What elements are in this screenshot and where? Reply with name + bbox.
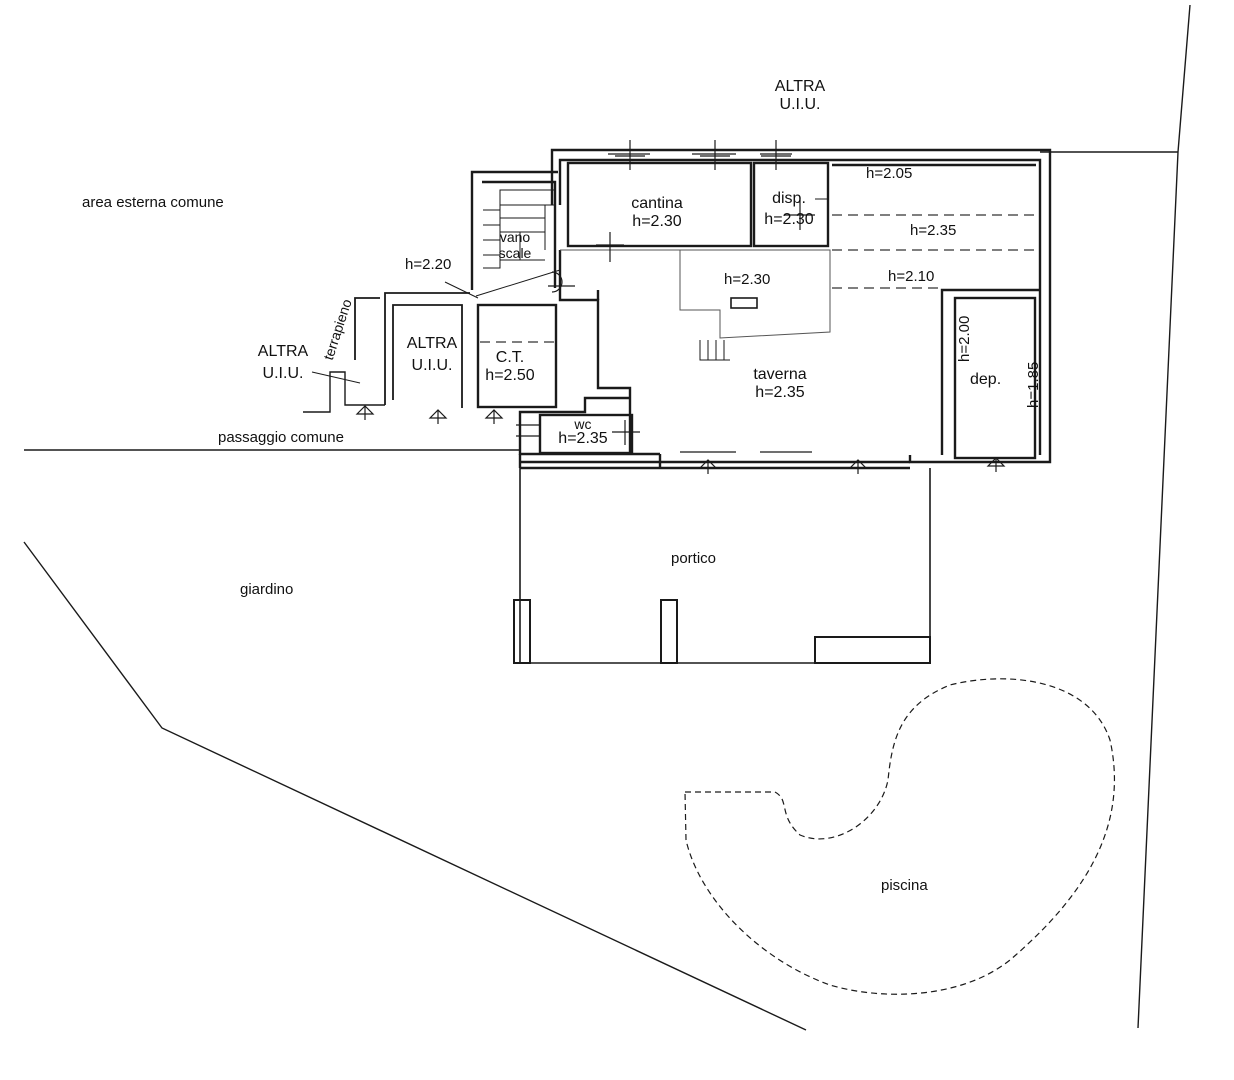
site-boundary-lines	[23, 4, 1191, 1031]
door-symbols	[355, 271, 1006, 474]
label-disp: disp. h=2.30	[764, 190, 813, 230]
other-unit-top-line2: U.I.U.	[779, 96, 821, 114]
other-unit-left-line1: ALTRA	[257, 343, 309, 360]
room-disp	[752, 161, 830, 248]
portico-column-1	[513, 599, 531, 664]
label-cantina: cantina h=2.30	[631, 195, 683, 232]
garden-boundary-left	[23, 541, 807, 1031]
label-other-unit-top: ALTRA U.I.U.	[775, 78, 825, 115]
label-depot-height-left: h=2.00	[956, 315, 973, 362]
room-cantina	[566, 161, 753, 248]
portico-outline	[519, 468, 931, 664]
label-pool: piscina	[881, 877, 928, 894]
label-taverna: taverna h=2.35	[753, 366, 806, 403]
adjacent-units	[354, 292, 470, 408]
label-depot-height-right: h=1.85	[1025, 361, 1042, 408]
stairwell-line2: scale	[498, 245, 532, 262]
label-wc: wc h=2.35	[558, 417, 607, 447]
label-height-top-right: h=2.05	[866, 165, 913, 182]
wc-name: wc	[574, 416, 592, 432]
taverna-name: taverna	[753, 366, 807, 383]
inner-wall-north	[558, 158, 1042, 455]
disp-name: disp.	[772, 190, 806, 207]
label-height-tavern-upper: h=2.30	[724, 271, 771, 288]
cantina-height: h=2.30	[632, 213, 682, 231]
portico-structure	[513, 468, 931, 664]
room-ct	[476, 303, 558, 409]
portico-column-2	[660, 599, 678, 664]
other-unit-mid-line1: ALTRA	[406, 335, 458, 352]
label-other-unit-left: ALTRA U.I.U.	[258, 343, 308, 384]
stairwell-walls	[470, 170, 558, 290]
disp-height: h=2.30	[764, 211, 814, 229]
label-garden: giardino	[240, 581, 294, 598]
label-height-right-beam: h=2.10	[888, 268, 935, 285]
stair-treads	[475, 189, 730, 361]
label-height-mid-right: h=2.35	[910, 222, 957, 239]
cantina-name: cantina	[631, 195, 683, 212]
boiler-room-name: C.T.	[495, 349, 525, 366]
wc-height: h=2.35	[558, 430, 608, 447]
stairwell-line1: vano	[499, 229, 531, 245]
room-dep	[940, 288, 1040, 455]
label-boiler-room: C.T. h=2.50	[485, 349, 534, 386]
portico-wall-end	[814, 636, 931, 664]
pool-outline	[684, 678, 1115, 995]
height-boundary-dashes	[480, 214, 1036, 343]
other-unit-left-line2: U.I.U.	[262, 365, 304, 383]
label-common-outdoor-area: area esterna comune	[82, 194, 224, 211]
label-other-unit-mid: ALTRA U.I.U.	[407, 335, 457, 376]
label-stair-height: h=2.20	[405, 256, 452, 273]
taverna-raised-section	[560, 249, 831, 339]
label-depot: dep.	[970, 371, 1002, 388]
building-walls	[470, 148, 1052, 470]
other-unit-mid-line2: U.I.U.	[411, 357, 453, 375]
room-wc	[518, 396, 630, 455]
leader-lines	[311, 198, 828, 384]
embankment-edge	[303, 371, 385, 413]
window-ticks	[548, 140, 815, 453]
label-portico: portico	[671, 550, 717, 567]
label-common-passage: passaggio comune	[218, 429, 344, 446]
outer-wall-north	[550, 148, 1052, 464]
boiler-room-height: h=2.50	[485, 367, 535, 385]
other-unit-top-line1: ALTRA	[774, 78, 826, 95]
taverna-height: h=2.35	[755, 384, 805, 402]
property-line-right	[1137, 4, 1191, 1029]
label-stairwell: vano scale	[499, 229, 532, 261]
